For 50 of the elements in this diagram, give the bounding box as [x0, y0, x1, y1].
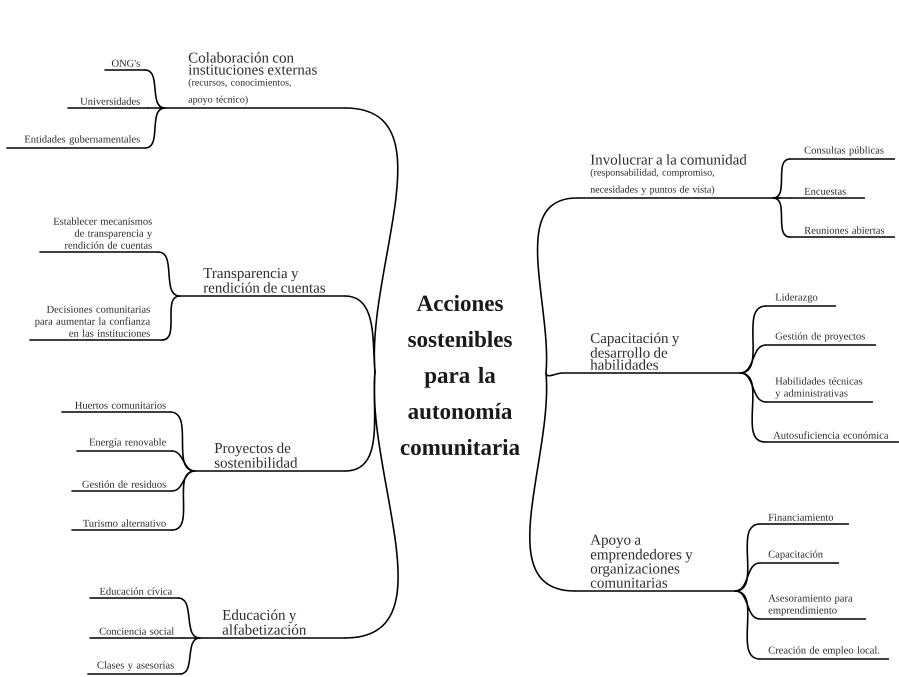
branch-line: [157, 251, 181, 297]
branch-line: [171, 470, 196, 531]
subtopic-label: Decisiones comunitarias para aumentar la confianza en las instituciones: [29, 306, 164, 341]
branch-line: [739, 372, 766, 443]
branch-label: Proyectos de sostenibilidad: [194, 442, 346, 472]
subtopic-label: Habilidades técnicas y administrativas: [765, 377, 874, 403]
subtopic-label: Turismo alternativo: [71, 519, 174, 531]
subtopic-label: Entidades gubernamentales: [6, 135, 146, 149]
branch-line: [734, 590, 761, 660]
subtopic-label: Gestión de residuos: [71, 480, 174, 492]
subtopic-label: Clases y asesorías: [87, 661, 182, 675]
subtopic-label: Encuestas: [789, 188, 866, 199]
subtopic-label: Capacitación: [759, 550, 840, 564]
subtopic-label: Financiamiento: [759, 514, 850, 525]
branch-line: [161, 295, 181, 341]
branch-label: Apoyo a emprendedores y organizaciones comunitarias: [574, 534, 736, 592]
subtopic-label: Liderazgo: [765, 293, 836, 307]
subtopic-label: Gestión de proyectos: [765, 332, 876, 346]
subtopic-label: Huertos comunitarios: [61, 402, 172, 413]
branch-label: Transparencia y rendición de cuentas: [179, 268, 346, 297]
branch-line: [171, 450, 196, 472]
branch-label: Capacitación y desarrollo de habilidades: [561, 332, 742, 374]
branch-line: [147, 107, 166, 109]
branch-line: [545, 372, 563, 377]
branch-line: [181, 637, 201, 639]
branch-label: Involucrar a la comunidad (responsabilidad, compromiso, necesidades y puntos de vista): [576, 154, 782, 199]
branch-line: [179, 637, 201, 675]
subtopic-label: Reuniones abiertas: [789, 226, 896, 238]
branch-label: Colaboración con instituciones externas (recursos, conocimientos, apoyo técnico): [164, 52, 346, 109]
central-topic: Acciones sostenibles para la autonomía comunitaria: [400, 294, 520, 456]
branch-line: [144, 107, 166, 149]
branch-line: [772, 197, 791, 199]
subtopic-label: Universidades: [67, 97, 150, 109]
branch-line: [344, 295, 376, 373]
subtopic-label: Consultas públicas: [789, 146, 896, 160]
branch-line: [772, 197, 791, 238]
subtopic-label: Energía renovable: [76, 438, 174, 452]
subtopic-label: Autosuficiencia económica: [764, 431, 899, 443]
branch-line: [536, 197, 578, 374]
branch-line: [344, 371, 399, 639]
subtopic-label: Creación de empleo local.: [759, 646, 890, 660]
subtopic-label: ONG's: [104, 60, 146, 71]
branch-line: [529, 372, 576, 592]
subtopic-label: Establecer mecanismos de transparencia y rendición de cuentas: [39, 217, 160, 253]
branch-line: [734, 562, 761, 592]
branch-label: Educación y alfabetización: [199, 609, 346, 639]
branch-line: [739, 344, 767, 374]
subtopic-label: Educación cívica: [89, 587, 180, 599]
subtopic-label: Asesoramiento para emprendimiento: [759, 594, 866, 620]
subtopic-label: Conciencia social: [89, 627, 184, 639]
